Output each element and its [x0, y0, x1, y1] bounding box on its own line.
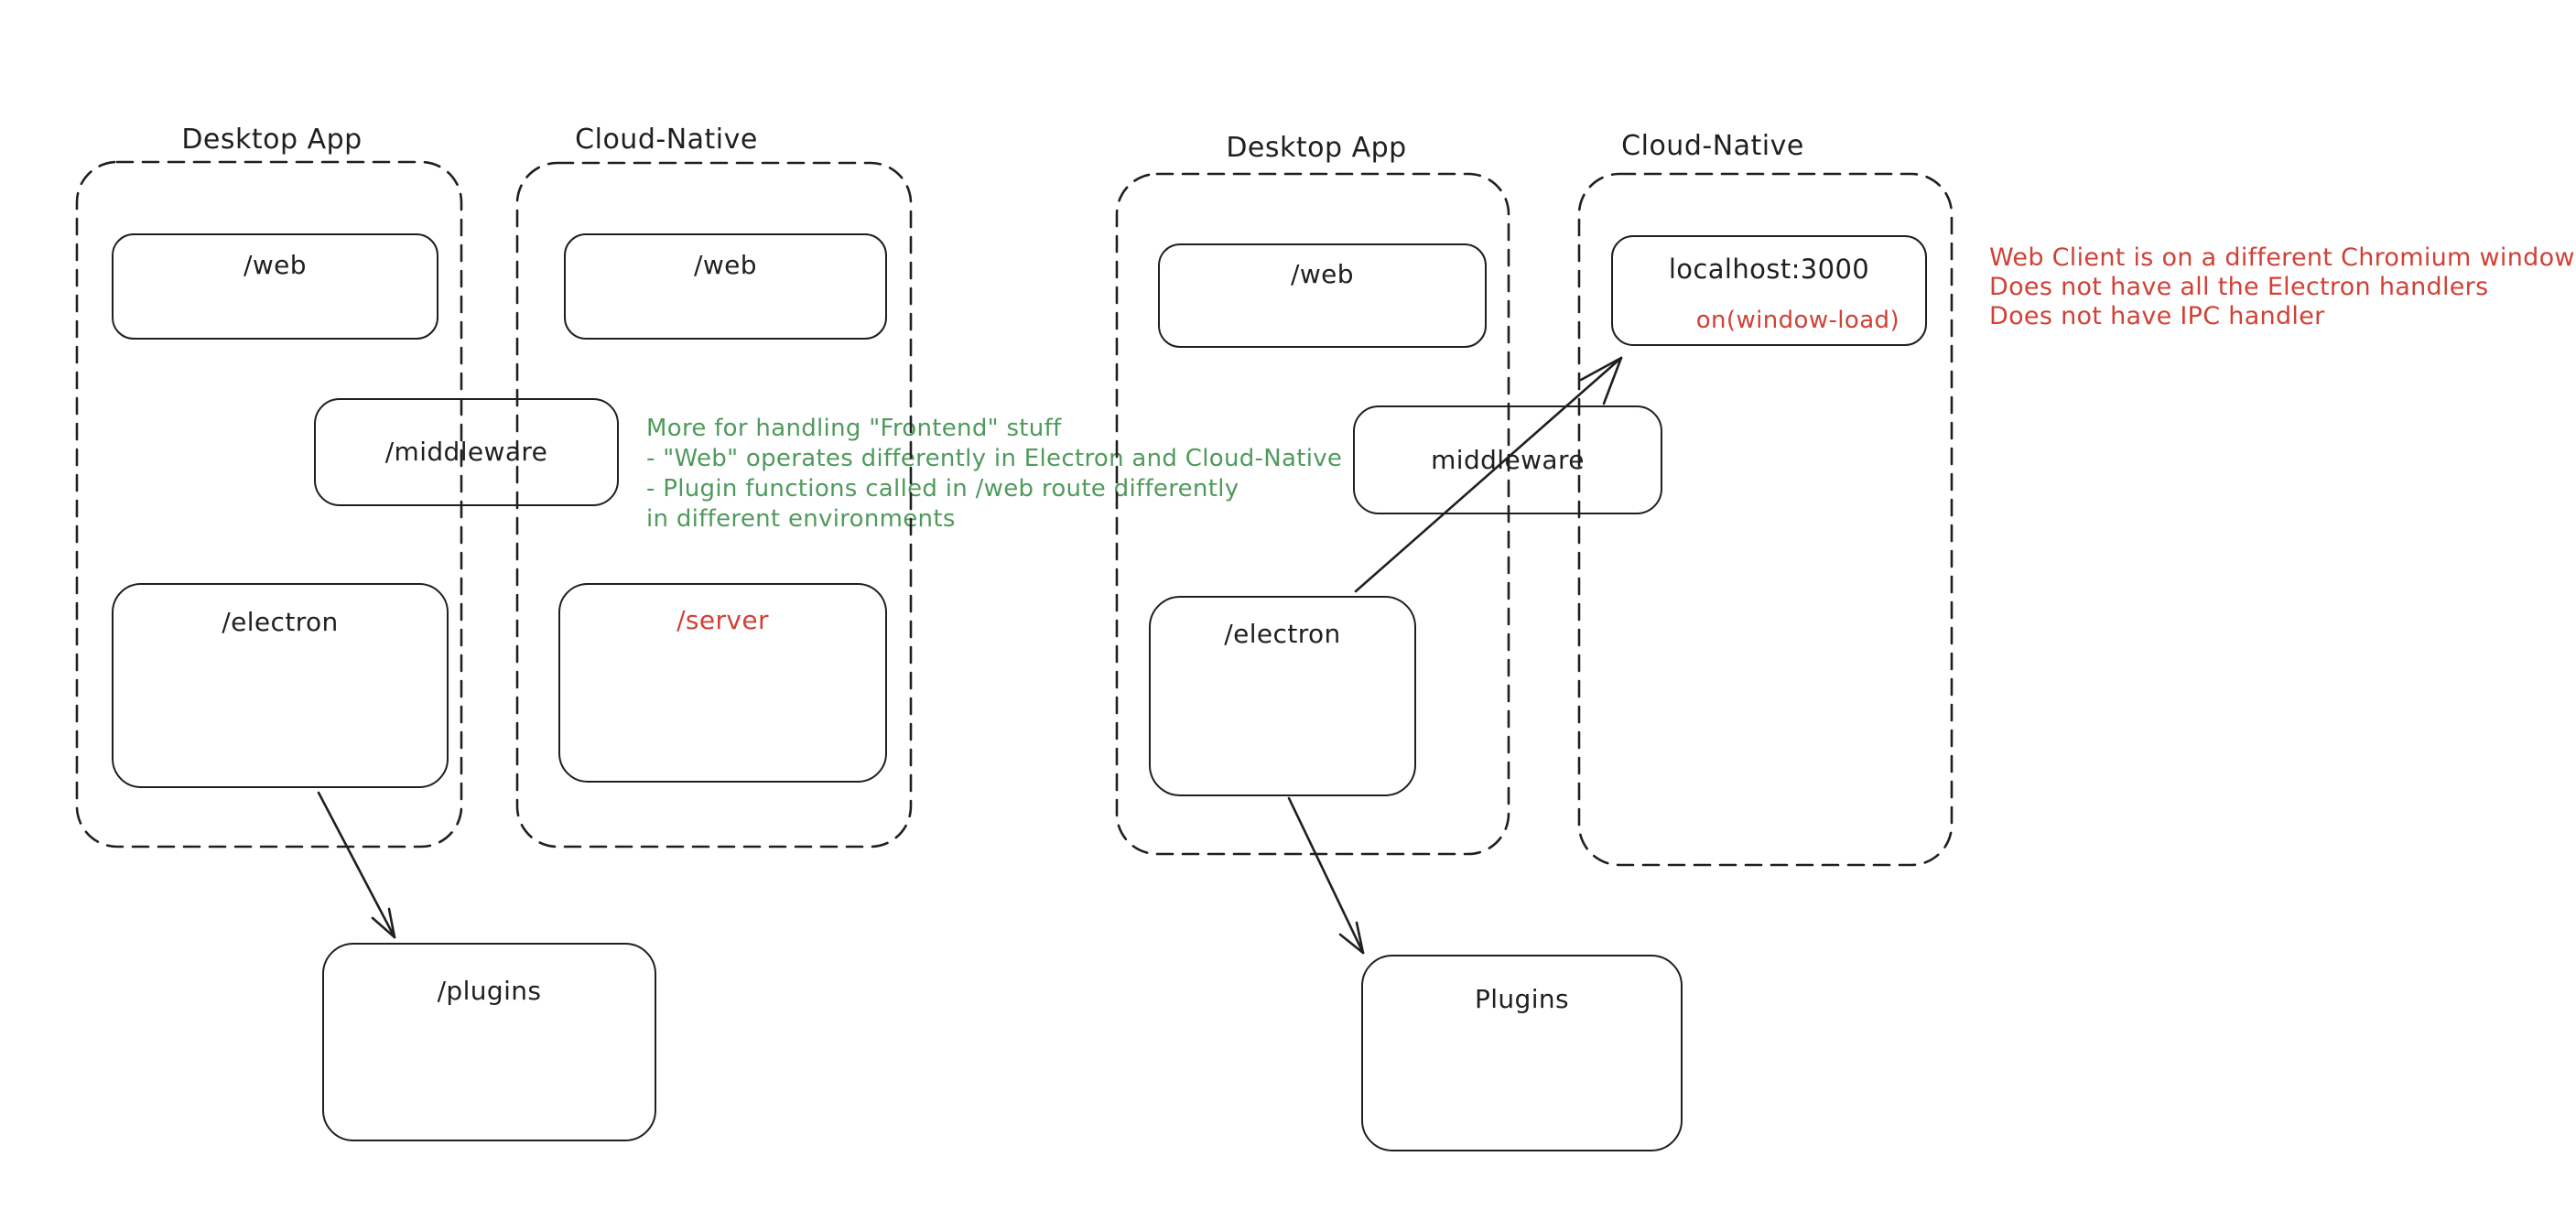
- red-annotation-line: Does not have all the Electron handlers: [1989, 273, 2489, 301]
- right-plugins-box: Plugins: [1361, 955, 1683, 1151]
- left-cloud-native-title: Cloud-Native: [575, 124, 758, 156]
- left-plugins-box: /plugins: [322, 943, 656, 1141]
- arrow-electron-to-plugins-left: [317, 791, 396, 939]
- green-annotation-line: - Plugin functions called in /web route …: [646, 475, 1239, 503]
- green-annotation: More for handling "Frontend" stuff - "We…: [646, 414, 1342, 535]
- green-annotation-line: More for handling "Frontend" stuff: [646, 415, 1062, 442]
- right-web-box: /web: [1158, 243, 1487, 348]
- left-plugins-label: /plugins: [437, 976, 542, 1006]
- arrow-electron-to-plugins-right: [1287, 796, 1365, 955]
- localhost-label: localhost:3000: [1668, 254, 1870, 285]
- left-electron-box: /electron: [112, 583, 449, 788]
- green-annotation-line: in different environments: [646, 505, 956, 533]
- left-server-box: /server: [558, 583, 887, 783]
- right-cloud-native-title: Cloud-Native: [1621, 130, 1804, 162]
- right-electron-box: /electron: [1149, 596, 1416, 796]
- window-load-event-label: on(window-load): [1695, 307, 1900, 334]
- left-electron-label: /electron: [222, 607, 339, 637]
- left-server-label: /server: [676, 605, 769, 635]
- red-annotation-line: Web Client is on a different Chromium wi…: [1989, 243, 2575, 272]
- left-cloud-web-label: /web: [694, 250, 757, 280]
- right-middleware-label: middleware: [1431, 444, 1585, 475]
- left-web-label: /web: [244, 250, 307, 280]
- right-electron-label: /electron: [1224, 619, 1341, 649]
- green-annotation-line: - "Web" operates differently in Electron…: [646, 445, 1343, 472]
- right-web-label: /web: [1291, 259, 1354, 289]
- left-cloud-web-box: /web: [564, 233, 887, 340]
- left-desktop-app-title: Desktop App: [181, 124, 363, 156]
- right-desktop-app-title: Desktop App: [1226, 132, 1407, 164]
- right-middleware-box: middleware: [1353, 405, 1662, 514]
- left-middleware-label: /middleware: [384, 437, 548, 467]
- left-web-box: /web: [112, 233, 438, 340]
- localhost-box: localhost:3000 on(window-load): [1611, 235, 1927, 346]
- red-annotation-line: Does not have IPC handler: [1989, 302, 2325, 330]
- left-middleware-box: /middleware: [314, 398, 619, 506]
- red-annotation: Web Client is on a different Chromium wi…: [1989, 243, 2575, 331]
- right-plugins-label: Plugins: [1474, 984, 1570, 1014]
